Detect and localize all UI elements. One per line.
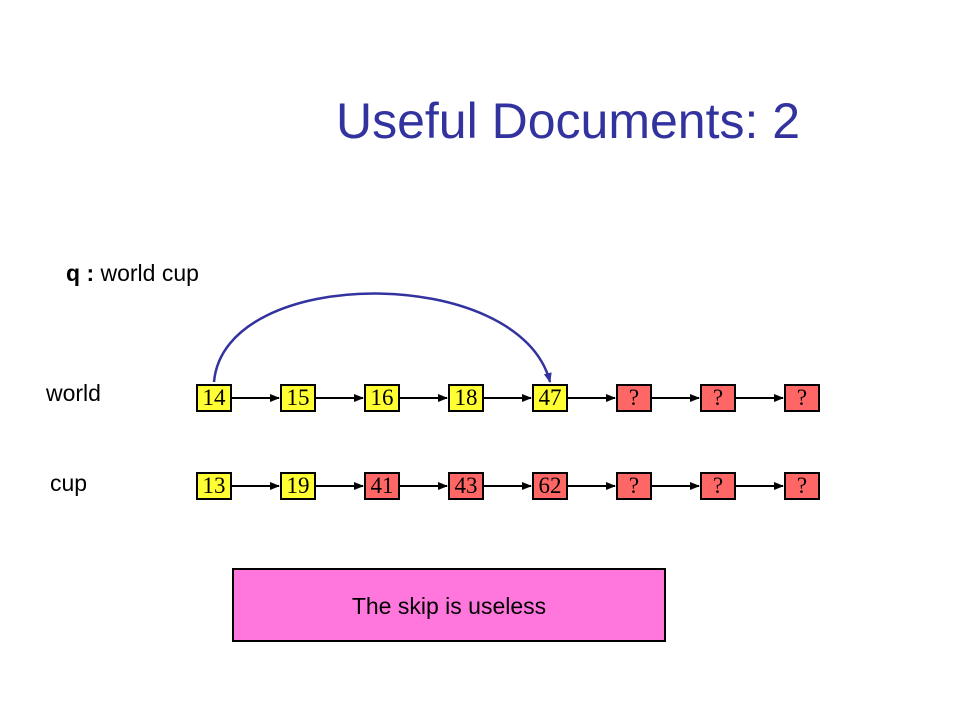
world-node-2: 16	[364, 384, 400, 412]
cup-node-5: ?	[616, 472, 652, 500]
query-text: world cup	[100, 260, 199, 286]
cup-node-1: 19	[280, 472, 316, 500]
cup-node-3: 43	[448, 472, 484, 500]
world-list-label: world	[46, 380, 101, 406]
cup-list-label: cup	[50, 470, 88, 496]
cup-node-0: 13	[196, 472, 232, 500]
cup-node-2: 41	[364, 472, 400, 500]
skip-pointer-arc	[212, 292, 552, 383]
world-node-4: 47	[532, 384, 568, 412]
page-title: Useful Documents: 2	[336, 93, 801, 149]
world-node-5: ?	[616, 384, 652, 412]
note-box: The skip is useless	[232, 568, 666, 642]
cup-node-7: ?	[784, 472, 820, 500]
cup-node-6: ?	[700, 472, 736, 500]
world-node-1: 15	[280, 384, 316, 412]
world-node-0: 14	[196, 384, 232, 412]
cup-node-4: 62	[532, 472, 568, 500]
world-node-3: 18	[448, 384, 484, 412]
query-label: q :	[66, 260, 95, 286]
world-node-7: ?	[784, 384, 820, 412]
query-line: q : world cup	[66, 260, 199, 287]
world-node-6: ?	[700, 384, 736, 412]
